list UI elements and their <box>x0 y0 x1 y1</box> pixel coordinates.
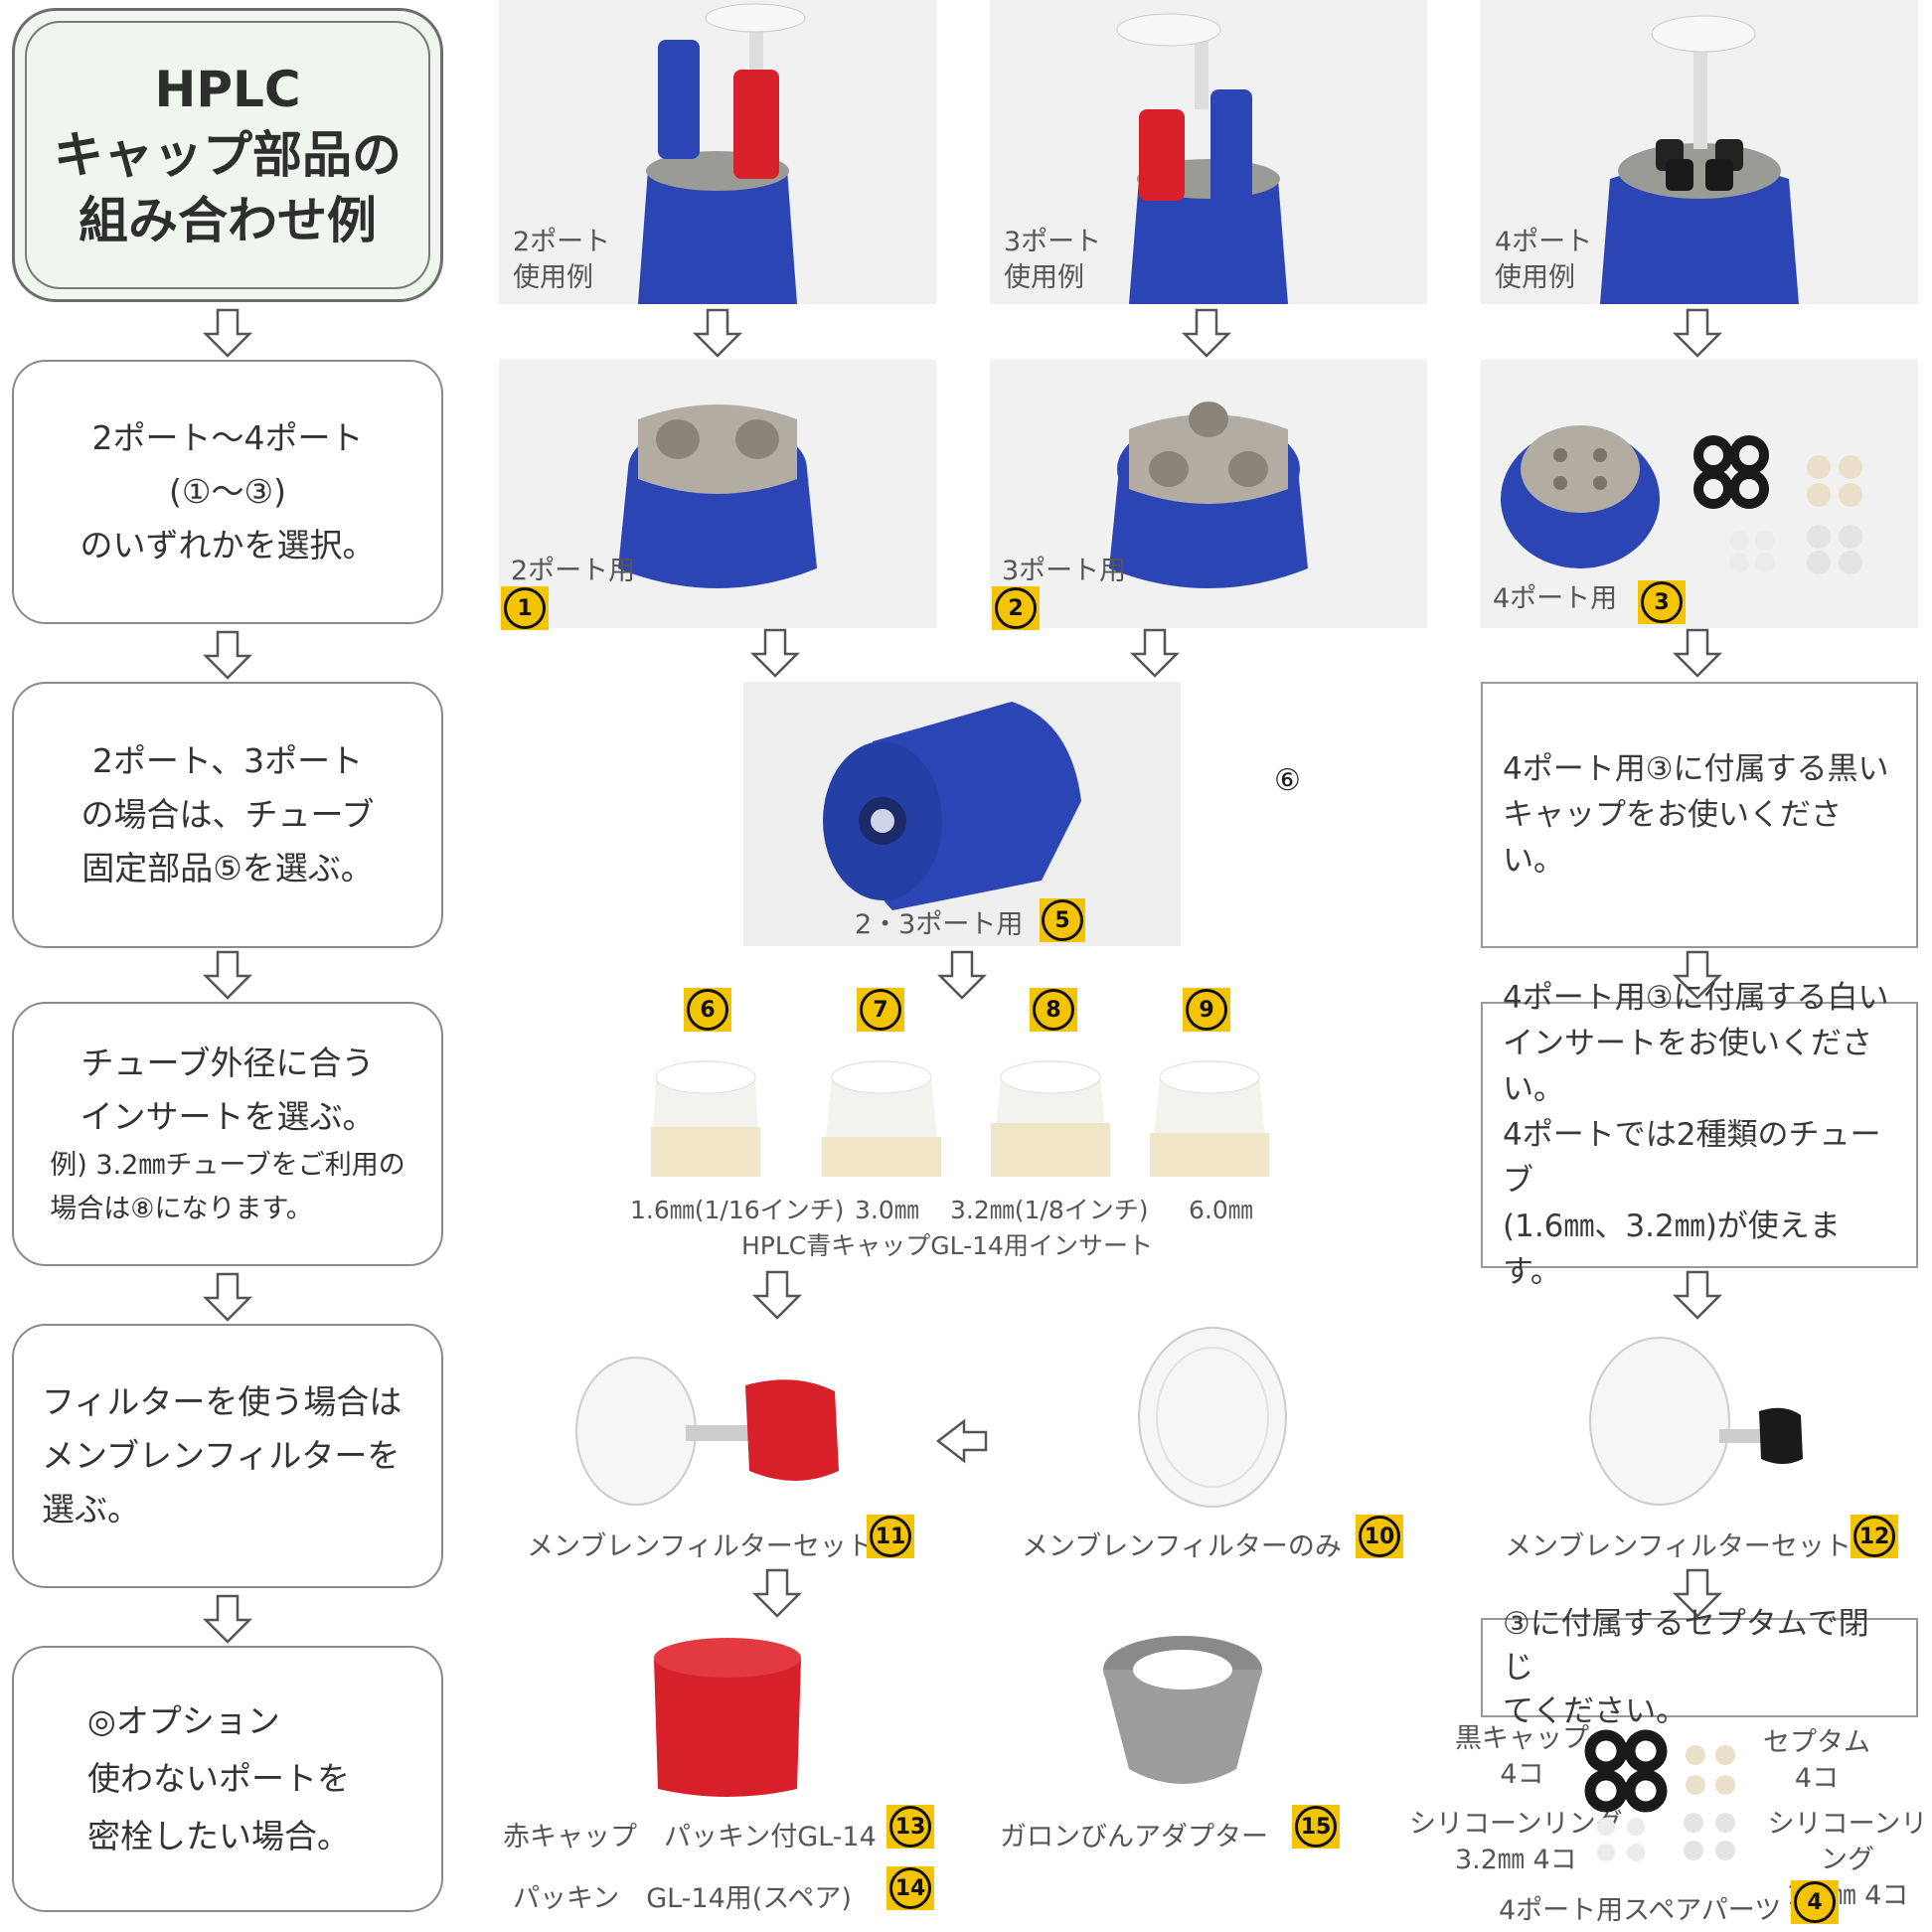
filter-only-label: メンブレンフィルターのみ <box>1022 1531 1342 1562</box>
filter-set-right-illustration <box>1589 1337 1803 1506</box>
filter-only-illustration <box>1138 1327 1287 1508</box>
down-arrow-icon <box>1183 308 1230 358</box>
photo-2port-cap: 2ポート用 <box>499 360 936 628</box>
red-cap-illustration <box>654 1638 801 1797</box>
step-text-line: メンブレンフィルターを <box>42 1436 401 1475</box>
insert-size-label: 3.0㎜ <box>855 1196 919 1224</box>
part-number-badge: 2 <box>992 586 1040 630</box>
down-arrow-icon <box>204 308 251 358</box>
part-number-badge: 1 <box>501 586 549 630</box>
step-select-fixing-part: 2ポート、3ポート の場合は、チューブ 固定部品⑤を選ぶ。 <box>12 682 443 948</box>
part-number-badge: 10 <box>1356 1515 1403 1558</box>
part-number-badge: 6 <box>684 988 731 1032</box>
step-text-line: 場合は⑧になります。 <box>50 1194 313 1224</box>
stray-number: ⑥ <box>1274 763 1301 798</box>
down-arrow-icon <box>753 1568 801 1618</box>
part-number-badge: 5 <box>1040 898 1085 942</box>
step-text-line: の場合は、チューブ <box>80 795 375 834</box>
photo-4port-cap: 4ポート用 <box>1481 360 1918 628</box>
part-number-badge: 15 <box>1292 1805 1340 1849</box>
step-text-line: ◎オプション <box>87 1701 280 1740</box>
note-septum: ③に付属するセプタムで閉じ てください。 <box>1481 1606 1918 1729</box>
part-number-badge: 3 <box>1638 580 1686 624</box>
adapter-label: ガロンびんアダプター <box>1000 1822 1268 1852</box>
title-line: HPLC <box>154 61 301 118</box>
step-text-line: 密栓したい場合。 <box>87 1817 350 1855</box>
step-text-line: インサートを選ぶ。 <box>80 1097 376 1136</box>
down-arrow-icon <box>753 1270 801 1320</box>
part-number-badge: 9 <box>1183 988 1230 1032</box>
gallon-adapter-illustration <box>1103 1636 1262 1784</box>
step-text-line: 2ポート、3ポート <box>91 741 364 780</box>
step-text-line: フィルターを使う場合は <box>42 1382 402 1421</box>
page-title: HPLC キャップ部品の 組み合わせ例 <box>54 57 402 253</box>
red-cap-label: 赤キャップ パッキン付GL-14 <box>503 1822 877 1852</box>
step-text-line: のいずれかを選択。 <box>80 526 376 564</box>
spare-parts-illustration <box>1584 1729 1735 1861</box>
step-example-note: 例) 3.2㎜チューブをご利用の 場合は⑧になります。 <box>50 1144 404 1231</box>
cap-label: 4ポート用 <box>1493 583 1618 614</box>
down-arrow-icon <box>751 628 799 678</box>
step-select-filter: フィルターを使う場合は メンブレンフィルターを 選ぶ。 <box>12 1324 443 1588</box>
inserts-caption: HPLC青キャップGL-14用インサート <box>741 1231 1153 1260</box>
filter-set-label: メンブレンフィルターセット <box>527 1531 874 1562</box>
part-number-badge: 7 <box>857 988 904 1032</box>
inserts-illustration <box>651 1059 1269 1177</box>
down-arrow-icon <box>1674 308 1721 358</box>
cap-label: 2ポート用 <box>511 556 636 586</box>
title-line: 組み合わせ例 <box>79 192 377 249</box>
title-inner-border <box>25 21 430 289</box>
down-arrow-icon <box>204 630 251 680</box>
step-select-insert: チューブ外径に合う インサートを選ぶ。 例) 3.2㎜チューブをご利用の 場合は… <box>12 1002 443 1266</box>
part-number-badge: 13 <box>886 1805 934 1849</box>
cap-label: 3ポート用 <box>1002 556 1127 586</box>
fixing-part-label: 2・3ポート用 <box>855 909 1024 940</box>
step-text-line: (①〜③) <box>169 472 286 511</box>
step-text-line: 例) 3.2㎜チューブをご利用の <box>50 1150 405 1181</box>
down-arrow-icon <box>1674 628 1721 678</box>
note-black-cap: 4ポート用③に付属する黒い キャップをお使いください。 <box>1481 682 1918 948</box>
left-arrow-icon <box>936 1419 988 1463</box>
down-arrow-icon <box>204 950 251 1000</box>
step-text-line: チューブ外径に合う <box>80 1044 375 1082</box>
down-arrow-icon <box>938 950 986 1000</box>
step-option-seal: ◎オプション 使わないポートを 密栓したい場合。 <box>12 1646 443 1912</box>
insert-size-label: 6.0㎜ <box>1189 1196 1253 1224</box>
down-arrow-icon <box>694 308 741 358</box>
part-number-badge: 14 <box>886 1866 934 1910</box>
spare-parts-caption: 4ポート用スペアパーツ <box>1499 1895 1782 1926</box>
filter-set-label: メンブレンフィルターセット <box>1505 1531 1852 1562</box>
photo-fixing-part: 2・3ポート用 <box>743 682 1181 946</box>
down-arrow-icon <box>204 1272 251 1322</box>
example-label: 2ポート使用例 <box>513 227 611 293</box>
filter-set-left-illustration <box>575 1357 839 1506</box>
step-text-line: 使わないポートを <box>87 1759 350 1798</box>
example-label: 4ポート使用例 <box>1495 227 1593 293</box>
down-arrow-icon <box>204 1594 251 1644</box>
step-select-port: 2ポート〜4ポート (①〜③) のいずれかを選択。 <box>12 360 443 624</box>
photo-4port-example: 4ポート使用例 <box>1481 0 1918 304</box>
example-label: 3ポート使用例 <box>1004 227 1102 293</box>
part-number-badge: 8 <box>1030 988 1077 1032</box>
part-number-badge: 4 <box>1791 1880 1839 1924</box>
packing-label: パッキン GL-14用(スペア) <box>513 1883 852 1914</box>
down-arrow-icon <box>1131 628 1179 678</box>
insert-size-label: 1.6㎜(1/16インチ) <box>630 1196 845 1224</box>
photo-2port-example: 2ポート使用例 <box>499 0 936 304</box>
part-number-badge: 11 <box>867 1515 914 1558</box>
title-line: キャップ部品の <box>54 126 402 184</box>
step-text-line: 選ぶ。 <box>42 1490 140 1529</box>
title-box: HPLC キャップ部品の 組み合わせ例 <box>12 8 443 302</box>
step-text-line: 2ポート〜4ポート <box>91 418 364 457</box>
step-text-line: 固定部品⑤を選ぶ。 <box>81 849 374 887</box>
insert-size-label: 3.2㎜(1/8インチ) <box>950 1196 1149 1224</box>
photo-3port-example: 3ポート使用例 <box>990 0 1427 304</box>
note-white-insert: 4ポート用③に付属する白い インサートをお使いください。 4ポートでは2種類のチ… <box>1481 980 1918 1290</box>
photo-3port-cap: 3ポート用 <box>990 360 1427 628</box>
part-number-badge: 12 <box>1851 1515 1898 1558</box>
